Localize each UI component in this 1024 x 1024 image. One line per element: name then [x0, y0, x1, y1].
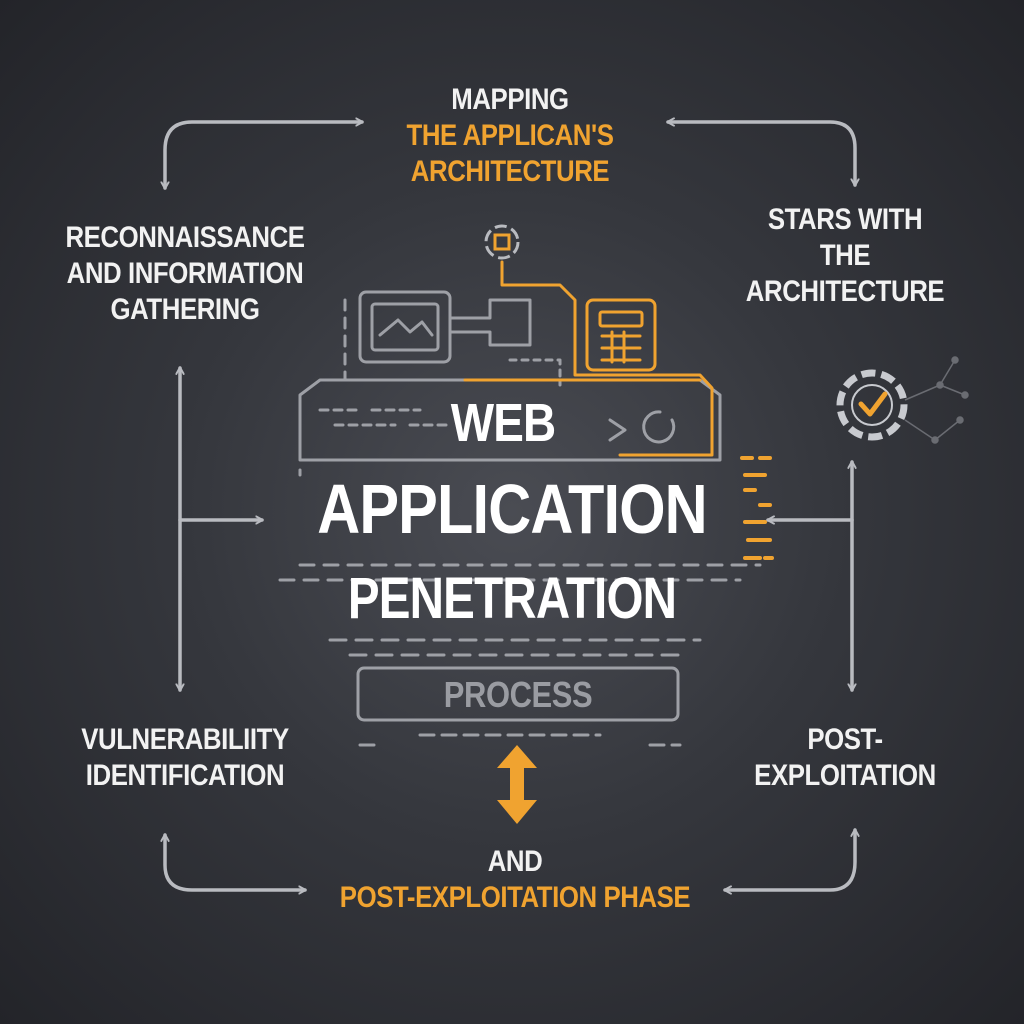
left-bottom-label: VULNERABILIITY IDENTIFICATION — [60, 722, 309, 794]
monitor-icon — [343, 290, 562, 387]
right-bottom-label-line2: EXPLOITATION — [754, 759, 936, 792]
left-top-label: RECONNAISSANCE AND INFORMATION GATHERING — [43, 220, 327, 328]
checkmark-gear-icon — [836, 356, 969, 444]
top-label-line3: ARCHITECTURE — [410, 155, 610, 188]
right-top-label-line3: ARCHITECTURE — [745, 275, 945, 308]
double-arrow-icon — [497, 745, 537, 824]
calculator-icon — [585, 298, 657, 372]
target-node-icon — [484, 224, 520, 260]
circuit-bits — [740, 456, 774, 560]
top-label: MAPPING THE APPLICAN'S ARCHITECTURE — [381, 82, 639, 190]
left-bottom-label-line2: IDENTIFICATION — [85, 759, 285, 792]
arrow-bottom-right — [723, 828, 855, 890]
top-label-line1: MAPPING — [451, 83, 569, 116]
right-bottom-label: POST- EXPLOITATION — [738, 722, 953, 794]
left-top-label-line2: AND INFORMATION — [66, 257, 304, 290]
title-penetration: PENETRATION — [347, 566, 677, 631]
left-top-label-line1: RECONNAISSANCE — [65, 221, 305, 254]
bottom-label-line2: POST-EXPLOITATION PHASE — [339, 881, 691, 914]
bottom-label-line1: AND — [487, 845, 543, 878]
right-top-label: STARS WITH THE ARCHITECTURE — [720, 202, 969, 310]
calculator-keys — [598, 310, 644, 364]
right-bottom-label-line1: POST- — [807, 723, 883, 756]
circuit-line — [500, 260, 714, 457]
left-bottom-label-line1: VULNERABILIITY — [81, 723, 289, 756]
left-top-label-line3: GATHERING — [110, 293, 260, 326]
process-badge: PROCESS — [443, 674, 593, 715]
refresh-icon — [608, 410, 676, 444]
right-top-label-line2: THE — [819, 239, 871, 272]
title-web: WEB — [450, 393, 556, 453]
arrow-mapping-to-architecture — [666, 122, 855, 187]
bottom-label: AND POST-EXPLOITATION PHASE — [322, 844, 709, 916]
arrow-bottom-left — [165, 833, 307, 890]
server-icon — [278, 378, 762, 657]
arrow-recon-to-mapping — [165, 122, 364, 190]
center-title: WEB APPLICATION PENETRATION — [262, 388, 762, 636]
process-badge-frame — [356, 666, 682, 747]
top-label-line2: THE APPLICAN'S — [406, 119, 614, 152]
right-top-label-line1: STARS WITH — [767, 203, 923, 236]
title-application: APPLICATION — [317, 470, 707, 548]
